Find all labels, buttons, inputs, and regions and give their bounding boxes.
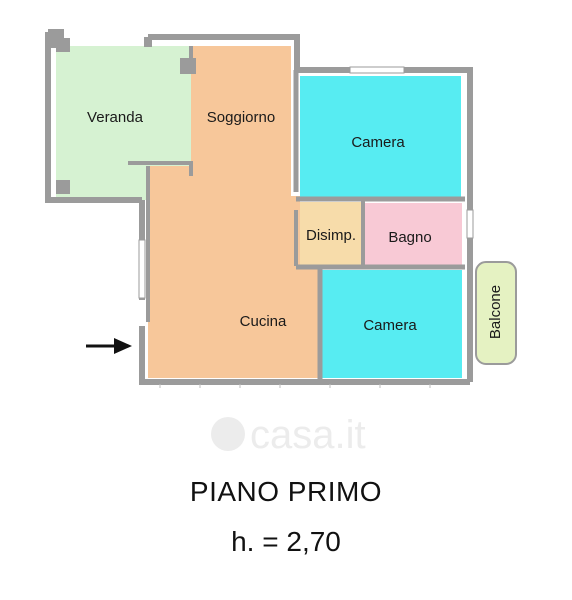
label-camera-top: Camera xyxy=(351,134,405,151)
veranda-post xyxy=(56,180,70,194)
floor-plan: casa.it Veranda Soggiorno Camera Disimp.… xyxy=(45,29,517,457)
soggiorno-cucina-area xyxy=(148,46,322,378)
room-fills xyxy=(56,46,517,378)
disimp-area xyxy=(300,202,362,266)
label-bagno: Bagno xyxy=(388,229,431,246)
outer-wall-veranda xyxy=(45,32,142,203)
label-veranda: Veranda xyxy=(87,109,144,126)
bagno-area xyxy=(365,203,462,265)
room-labels: Veranda Soggiorno Camera Disimp. Bagno C… xyxy=(87,109,504,339)
watermark-logo-icon xyxy=(211,417,245,451)
balcone-area xyxy=(475,261,517,365)
window-camera-top xyxy=(349,66,405,74)
windows xyxy=(138,66,474,299)
camera-top-area xyxy=(300,76,461,198)
watermark: casa.it xyxy=(211,413,366,457)
label-disimp: Disimp. xyxy=(306,227,356,244)
plan-title: PIANO PRIMO xyxy=(189,476,383,507)
label-camera-bottom: Camera xyxy=(363,317,417,334)
window-bagno xyxy=(466,209,474,239)
wall-hatching xyxy=(159,384,431,388)
outer-wall-bottom xyxy=(139,326,470,385)
veranda-post xyxy=(180,58,196,74)
label-soggiorno: Soggiorno xyxy=(207,109,275,126)
watermark-text: casa.it xyxy=(250,413,366,457)
label-balcone: Balcone xyxy=(487,285,504,339)
veranda-post xyxy=(144,37,152,47)
ceiling-height: h. = 2,70 xyxy=(231,526,341,557)
label-cucina: Cucina xyxy=(240,313,287,330)
camera-bottom-area xyxy=(322,270,462,378)
window-cucina-left xyxy=(138,239,146,299)
wall-soggiorno-step xyxy=(128,161,193,176)
veranda-posts xyxy=(48,32,196,194)
entrance-arrow-icon xyxy=(86,338,132,354)
veranda-post xyxy=(56,38,70,52)
